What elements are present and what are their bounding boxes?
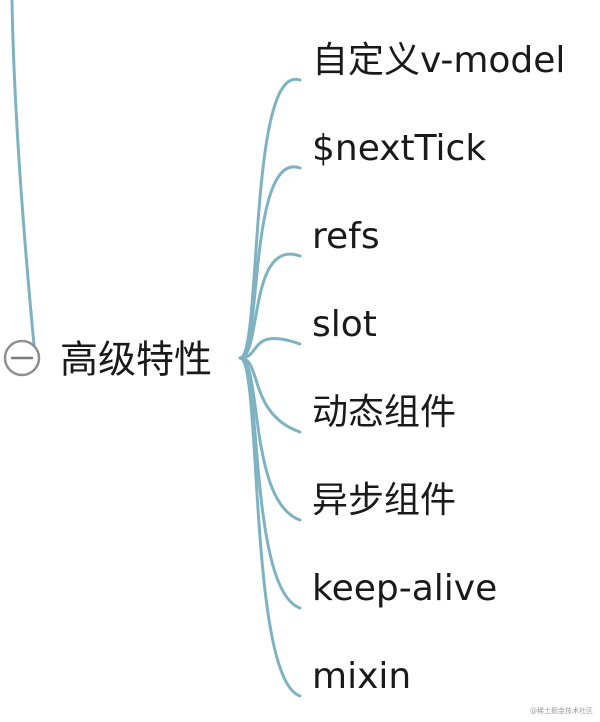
collapse-toggle[interactable] [3, 339, 41, 377]
branch-curve [238, 356, 302, 698]
child-topic[interactable]: 自定义v-model [312, 40, 565, 81]
child-topic[interactable]: 异步组件 [312, 480, 456, 521]
child-topic[interactable]: keep-alive [312, 568, 497, 609]
child-topic[interactable]: 动态组件 [312, 392, 456, 433]
child-topic[interactable]: $nextTick [312, 128, 486, 169]
branch-curve [238, 78, 302, 360]
child-topic[interactable]: refs [312, 216, 380, 257]
main-topic[interactable]: 高级特性 [60, 338, 212, 382]
parent-connector [10, 0, 36, 347]
watermark: @稀土掘金技术社区 [530, 706, 593, 715]
branch-curve [238, 252, 302, 360]
child-branches [238, 78, 302, 698]
branch-curve [238, 165, 302, 360]
child-topic[interactable]: mixin [312, 656, 411, 697]
branch-curve [238, 337, 302, 360]
child-topic[interactable]: slot [312, 304, 377, 345]
